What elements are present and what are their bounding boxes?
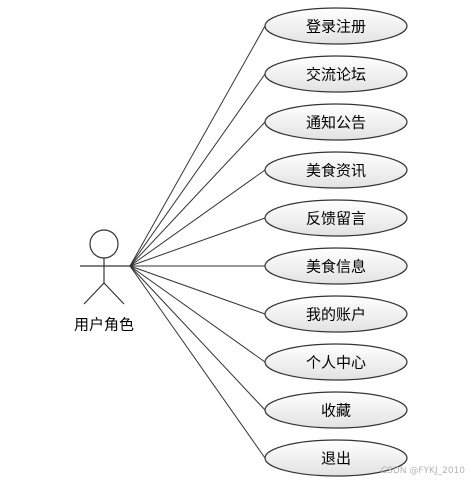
use-case-label: 退出 [321,450,351,468]
use-case: 退出 [264,439,408,477]
use-case: 反馈留言 [264,199,408,237]
use-case: 通知公告 [264,103,408,141]
actor-left-leg [83,282,105,305]
association-line [129,265,266,411]
actor-label: 用户角色 [74,316,134,334]
use-case-ellipse [264,343,408,381]
use-case-ellipse [264,391,408,429]
use-case-ellipse [264,295,408,333]
use-case-label: 通知公告 [306,114,366,132]
use-case: 交流论坛 [264,55,408,93]
association-line [129,121,266,267]
use-case: 个人中心 [264,343,408,381]
use-case: 我的账户 [264,295,408,333]
use-case-ellipse [264,103,408,141]
use-case-label: 反馈留言 [306,210,366,228]
association-line [129,265,266,363]
use-case-label: 登录注册 [306,18,366,36]
use-case-ellipse [264,151,408,189]
use-case: 收藏 [264,391,408,429]
use-case-ellipse [264,7,408,45]
use-case: 登录注册 [264,7,408,45]
use-case-label: 个人中心 [306,354,366,372]
association-line [129,265,266,315]
association-line [129,169,266,267]
use-case-label: 交流论坛 [306,66,366,84]
actor-head [89,229,119,259]
use-case-label: 我的账户 [306,306,366,324]
association-line [129,265,266,459]
use-case-label: 美食资讯 [306,162,366,180]
use-case-ellipse [264,55,408,93]
watermark: CSDN @FYKJ_2010 [381,466,465,476]
association-line [129,25,266,267]
use-case-label: 收藏 [321,402,351,420]
association-lines [129,25,266,459]
use-case-ellipse [264,439,408,477]
use-case-ellipse [264,199,408,237]
use-case-ellipse [264,247,408,285]
use-case: 美食信息 [264,247,408,285]
use-case-label: 美食信息 [306,258,366,276]
association-line [129,217,266,267]
association-line [129,73,266,267]
actor-figure: 用户角色 [74,229,134,334]
use-case: 美食资讯 [264,151,408,189]
actor-right-leg [103,282,125,305]
